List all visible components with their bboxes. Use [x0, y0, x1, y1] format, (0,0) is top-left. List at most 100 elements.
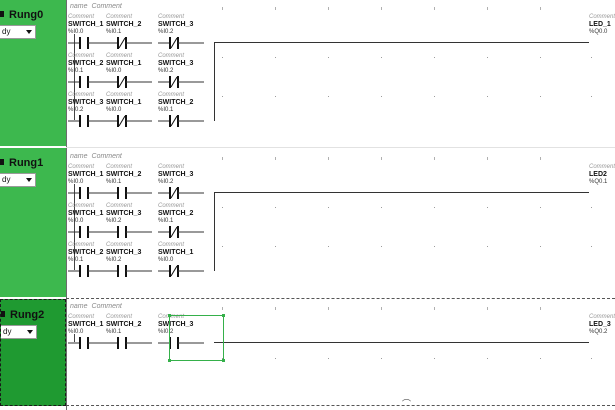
contact-label: SWITCH_1	[106, 60, 142, 67]
nc-contact-icon	[106, 75, 152, 88]
contact-label: SWITCH_1	[68, 321, 104, 328]
contact-label: SWITCH_1	[68, 171, 104, 178]
grid-tick	[381, 157, 382, 160]
contact-comment: Comment	[106, 53, 133, 59]
contact-label: SWITCH_3	[158, 60, 194, 67]
rung-separator	[66, 147, 615, 148]
grid-tick	[222, 307, 223, 310]
rung-panel-2[interactable]: Rung2 dy	[0, 299, 66, 406]
grid-dot	[487, 57, 488, 58]
contact-label: SWITCH_3	[106, 249, 142, 256]
rung-panel-1[interactable]: Rung1 dy	[0, 148, 66, 297]
grid-dot	[275, 96, 276, 97]
resize-handle[interactable]	[168, 314, 171, 317]
grid-dot	[540, 57, 541, 58]
contact-address: %I0.0	[68, 179, 84, 185]
grid-dot	[222, 57, 223, 58]
resize-handle[interactable]	[222, 359, 225, 362]
grid-dot	[591, 207, 592, 208]
coil-address: %Q0.0	[589, 29, 608, 35]
grid-dot	[540, 246, 541, 247]
contact-comment: Comment	[158, 14, 185, 20]
nc-contact-icon	[158, 186, 204, 199]
contact-comment: Comment	[158, 53, 185, 59]
coil-label: LED_1	[589, 21, 611, 28]
grid-tick	[540, 307, 541, 310]
rung-mode-dropdown[interactable]: dy	[0, 173, 36, 187]
nc-contact-icon	[158, 114, 204, 127]
grid-dot	[222, 96, 223, 97]
contact-address: %I0.0	[106, 107, 122, 113]
contact-address: %I0.1	[158, 218, 174, 224]
grid-tick	[434, 7, 435, 10]
rung-mode-dropdown[interactable]: dy	[1, 325, 37, 339]
grid-dot	[487, 96, 488, 97]
contact-comment: Comment	[158, 164, 185, 170]
contact-address: %I0.0	[158, 257, 174, 263]
grid-tick	[328, 7, 329, 10]
contact-comment: Comment	[158, 242, 185, 248]
contact-comment: Comment	[106, 92, 133, 98]
rung-marker	[0, 11, 4, 17]
grid-tick	[328, 307, 329, 310]
grid-tick	[540, 7, 541, 10]
contact-address: %I0.0	[68, 218, 84, 224]
grid-dot	[275, 246, 276, 247]
rung-panel-0[interactable]: Rung0 dy	[0, 0, 66, 146]
coil-comment: Comment	[589, 314, 615, 320]
grid-tick	[381, 307, 382, 310]
contact-label: SWITCH_2	[106, 321, 142, 328]
contact-comment: Comment	[106, 164, 133, 170]
grid-dot	[381, 96, 382, 97]
grid-tick	[222, 157, 223, 160]
grid-dot	[591, 96, 592, 97]
no-contact-icon	[106, 186, 152, 199]
rung-mode-dropdown[interactable]: dy	[0, 25, 36, 39]
contact-address: %I0.2	[158, 179, 174, 185]
grid-dot	[328, 207, 329, 208]
grid-dot	[328, 358, 329, 359]
resize-handle[interactable]	[168, 359, 171, 362]
contact-address: %I0.2	[68, 107, 84, 113]
selected-contact-box[interactable]	[168, 314, 225, 362]
nc-contact-icon	[106, 114, 152, 127]
contact-address: %I0.2	[158, 68, 174, 74]
no-contact-icon	[106, 225, 152, 238]
coil-label: LED_3	[589, 321, 611, 328]
no-contact-icon	[158, 336, 204, 349]
coil-address: %Q0.2	[589, 329, 608, 335]
grid-tick	[487, 7, 488, 10]
contact-address: %I0.0	[68, 329, 84, 335]
contact-comment: Comment	[158, 314, 185, 320]
grid-tick	[487, 157, 488, 160]
resize-handle[interactable]	[222, 314, 225, 317]
coil-comment: Comment	[589, 164, 615, 170]
grid-tick	[434, 157, 435, 160]
grid-dot	[328, 96, 329, 97]
contact-label: SWITCH_1	[106, 99, 142, 106]
